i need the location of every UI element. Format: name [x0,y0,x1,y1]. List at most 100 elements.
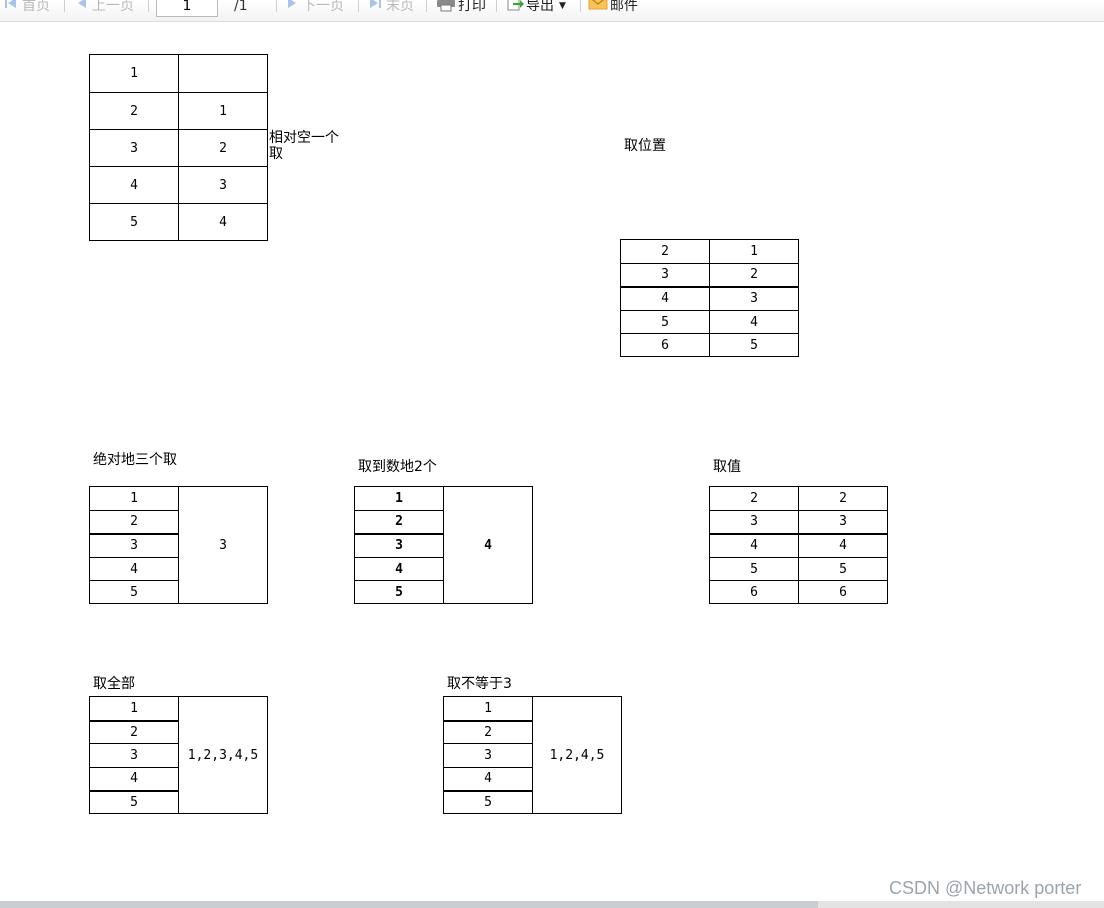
table-cell: 1 [89,696,179,721]
table-cell: 2 [798,486,888,511]
export-button[interactable]: 导出 ▼ [506,0,566,17]
toolbar-separator [276,0,277,12]
table-cell: 3 [798,510,888,534]
report-toolbar: 首页 上一页 /1 下一页 末页 打印 导出 ▼ [0,0,1104,22]
table-cell: 5 [620,310,710,334]
table-cell: 4 [620,285,710,311]
table-cell: 2 [709,263,799,287]
table-cell: 4 [89,557,179,581]
table-cell: 1 [354,486,444,511]
table-cell: 4 [709,310,799,334]
table-cell: 2 [709,486,799,511]
table-cell: 1 [443,696,533,721]
horizontal-scrollbar[interactable] [0,901,1104,908]
table-cell: 2 [89,719,179,744]
table-cell: 2 [443,719,533,744]
first-page-label: 首页 [22,0,50,14]
export-label: 导出 [526,0,554,14]
dropdown-arrow-icon: ▼ [559,1,566,11]
table-cell: 3 [89,532,179,558]
table-cell: 3 [620,263,710,287]
export-icon [506,0,524,19]
table-cell: 2 [354,510,444,534]
watermark: CSDN @Network porter [889,878,1082,898]
next-page-label: 下一页 [302,0,344,14]
table-cell: 5 [709,557,799,581]
table-cell: 6 [798,580,888,604]
mail-label: 邮件 [610,0,638,14]
table-cell-merged: 4 [443,486,533,604]
table-cell-merged: 1,2,3,4,5 [178,696,268,814]
table-cell: 3 [178,166,268,204]
first-page-button[interactable]: 首页 [4,0,50,17]
table-cell: 5 [709,333,799,357]
toolbar-separator [358,0,359,12]
table-cell: 3 [354,532,444,558]
table-cell: 6 [620,333,710,357]
table-cell: 2 [89,92,179,130]
mail-icon [588,0,608,18]
prev-page-icon [76,0,88,17]
caption-not-equal-three: 取不等于3 [447,676,512,692]
table-cell: 3 [89,129,179,167]
table-cell: 4 [354,557,444,581]
toolbar-separator [64,0,65,12]
table-cell: 5 [89,580,179,604]
prev-page-label: 上一页 [92,0,134,14]
last-page-button[interactable]: 末页 [368,0,414,17]
print-label: 打印 [458,0,486,14]
last-page-label: 末页 [386,0,414,14]
table-cell: 3 [89,743,179,768]
caption-relative-offset: 相对空一个取 [269,130,339,162]
table-cell-merged: 1,2,4,5 [532,696,622,814]
caption-take-position: 取位置 [624,138,666,154]
printer-icon [436,0,456,19]
table-cell: 5 [354,580,444,604]
next-page-button[interactable]: 下一页 [286,0,344,17]
caption-take-all: 取全部 [93,676,135,692]
table-cell: 5 [89,203,179,241]
table-cell: 6 [709,580,799,604]
table-cell: 4 [709,532,799,558]
prev-page-button[interactable]: 上一页 [76,0,134,17]
last-page-icon [368,0,382,17]
table-cell-merged: 3 [178,486,268,604]
table-cell: 4 [798,532,888,558]
page-total-label: /1 [234,0,248,14]
table-cell: 4 [89,767,179,791]
toolbar-separator [580,0,581,12]
table-cell: 2 [178,129,268,167]
table-cell: 1 [89,486,179,511]
table-cell: 1 [709,239,799,264]
table-cell: 4 [178,203,268,241]
next-page-icon [286,0,298,17]
first-page-icon [4,0,18,17]
table-cell: 4 [89,166,179,204]
toolbar-separator [426,0,427,12]
table-cell: 3 [709,285,799,311]
table-cell: 1 [89,54,179,93]
table-cell [178,54,268,93]
scrollbar-thumb[interactable] [0,901,818,908]
caption-take-value: 取值 [713,459,741,475]
table-cell: 5 [443,789,533,814]
toolbar-separator [496,0,497,12]
page-number-input[interactable] [156,0,218,17]
toolbar-separator [148,0,149,12]
print-button[interactable]: 打印 [436,0,486,17]
table-cell: 5 [89,789,179,814]
table-cell: 4 [443,767,533,791]
table-cell: 2 [89,510,179,534]
caption-absolute-three: 绝对地三个取 [93,452,177,468]
table-cell: 2 [620,239,710,264]
mail-button[interactable]: 邮件 [588,0,638,17]
table-cell: 3 [443,743,533,768]
table-cell: 1 [178,92,268,130]
